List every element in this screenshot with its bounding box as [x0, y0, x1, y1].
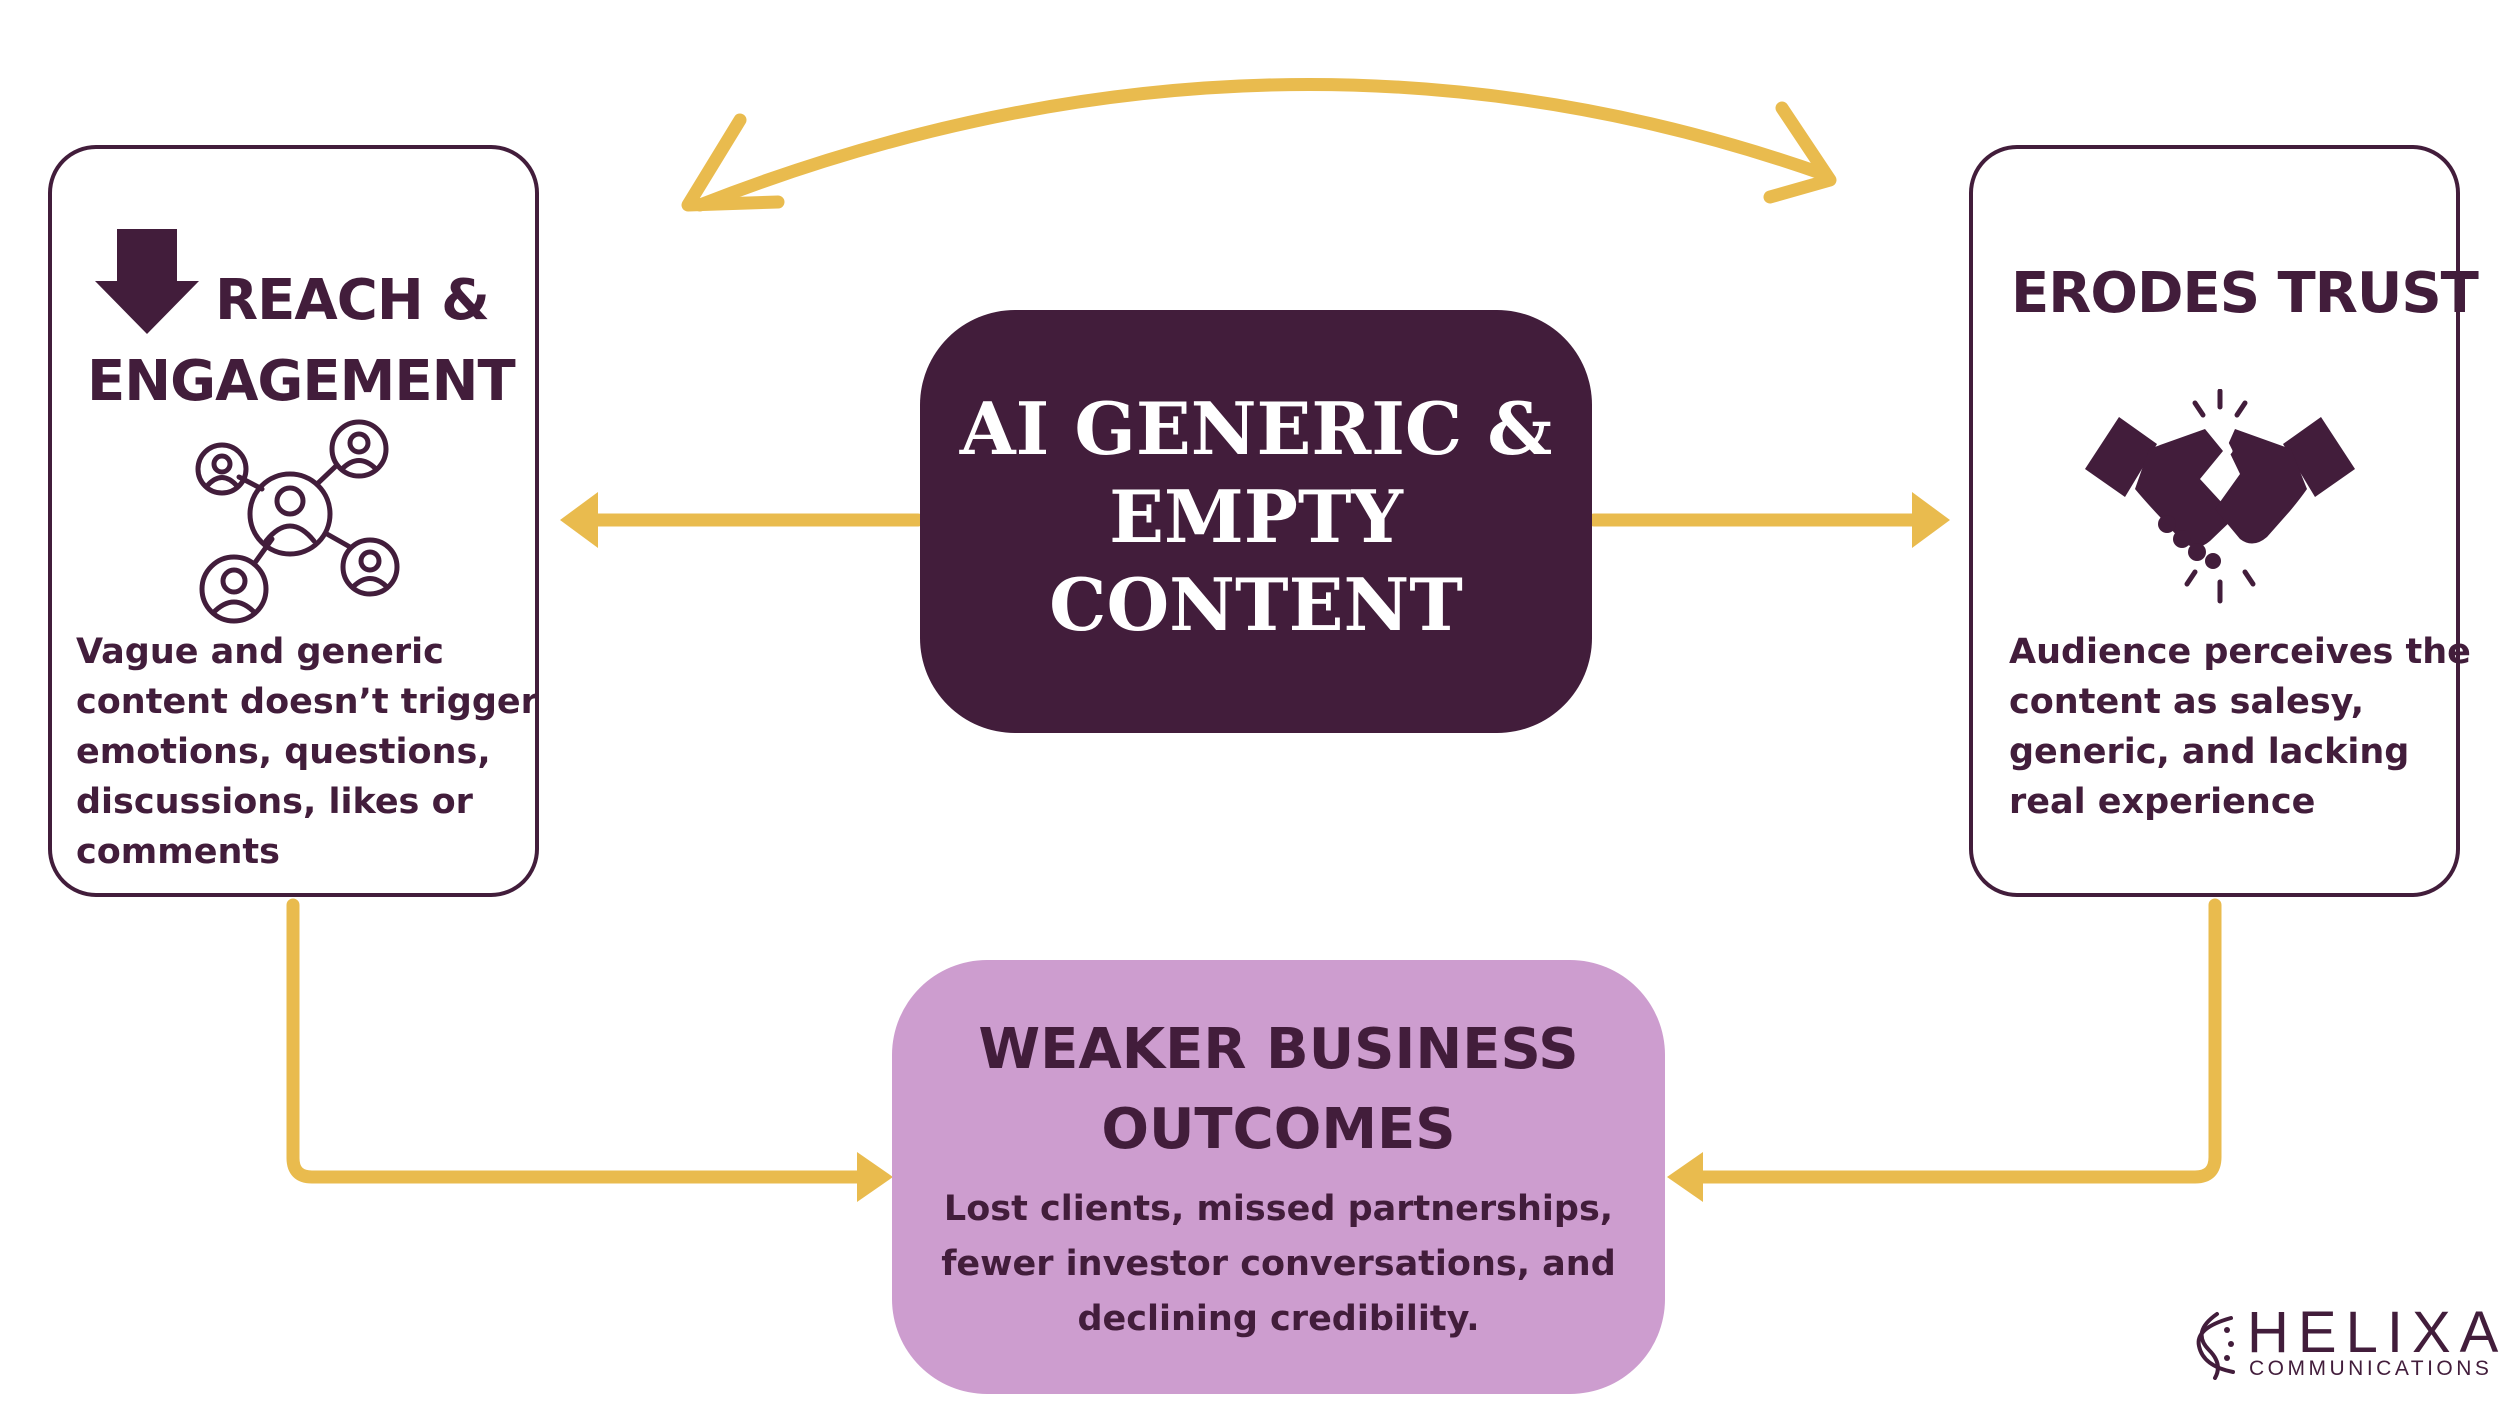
helixa-logo: HELIXA COMMUNICATIONS [2187, 1302, 2498, 1382]
weaker-business-outcomes-box: WEAKER BUSINESS OUTCOMES Lost clients, m… [892, 960, 1665, 1394]
trust-description: Audience perceives the content as salesy… [2009, 632, 2471, 822]
top-curved-double-arrow [693, 77, 1833, 212]
people-network-icon [195, 419, 400, 624]
erodes-trust-title: ERODES TRUST [2011, 261, 2479, 326]
top-arrowhead-right [1763, 101, 1837, 204]
top-arrowhead-left [681, 113, 785, 212]
erodes-trust-box: ERODES TRUST Audience perceives the cont… [1969, 145, 2479, 897]
reach-description: Vague and generic content doesn’t trigge… [76, 632, 538, 872]
center-title: AI GENERIC & EMPTY CONTENT [959, 386, 1553, 647]
left-to-bottom-connector [286, 898, 887, 1184]
right-to-bottom-connector [1673, 898, 2222, 1184]
logo-tagline: COMMUNICATIONS [2249, 1357, 2493, 1380]
outcomes-title: WEAKER BUSINESS OUTCOMES [978, 1017, 1579, 1162]
arrowhead-right-box [1912, 492, 1950, 548]
ai-generic-content-box: AI GENERIC & EMPTY CONTENT [920, 310, 1592, 733]
arrowhead-left-box [560, 492, 598, 548]
logo-name: HELIXA [2247, 1300, 2500, 1365]
engagement-title: ENGAGEMENT [87, 349, 516, 414]
down-arrow-icon [95, 229, 199, 334]
broken-handshake-icon [2085, 389, 2355, 604]
reach-title: REACH & [215, 268, 490, 333]
outcomes-description: Lost clients, missed partnerships, fewer… [941, 1189, 1616, 1339]
helix-icon [2196, 1312, 2235, 1380]
arrowhead-bottom-right [1667, 1152, 1703, 1202]
arrowhead-bottom-left [857, 1152, 893, 1202]
reach-engagement-box: REACH & ENGAGEMENT Vague and generic [48, 145, 539, 897]
